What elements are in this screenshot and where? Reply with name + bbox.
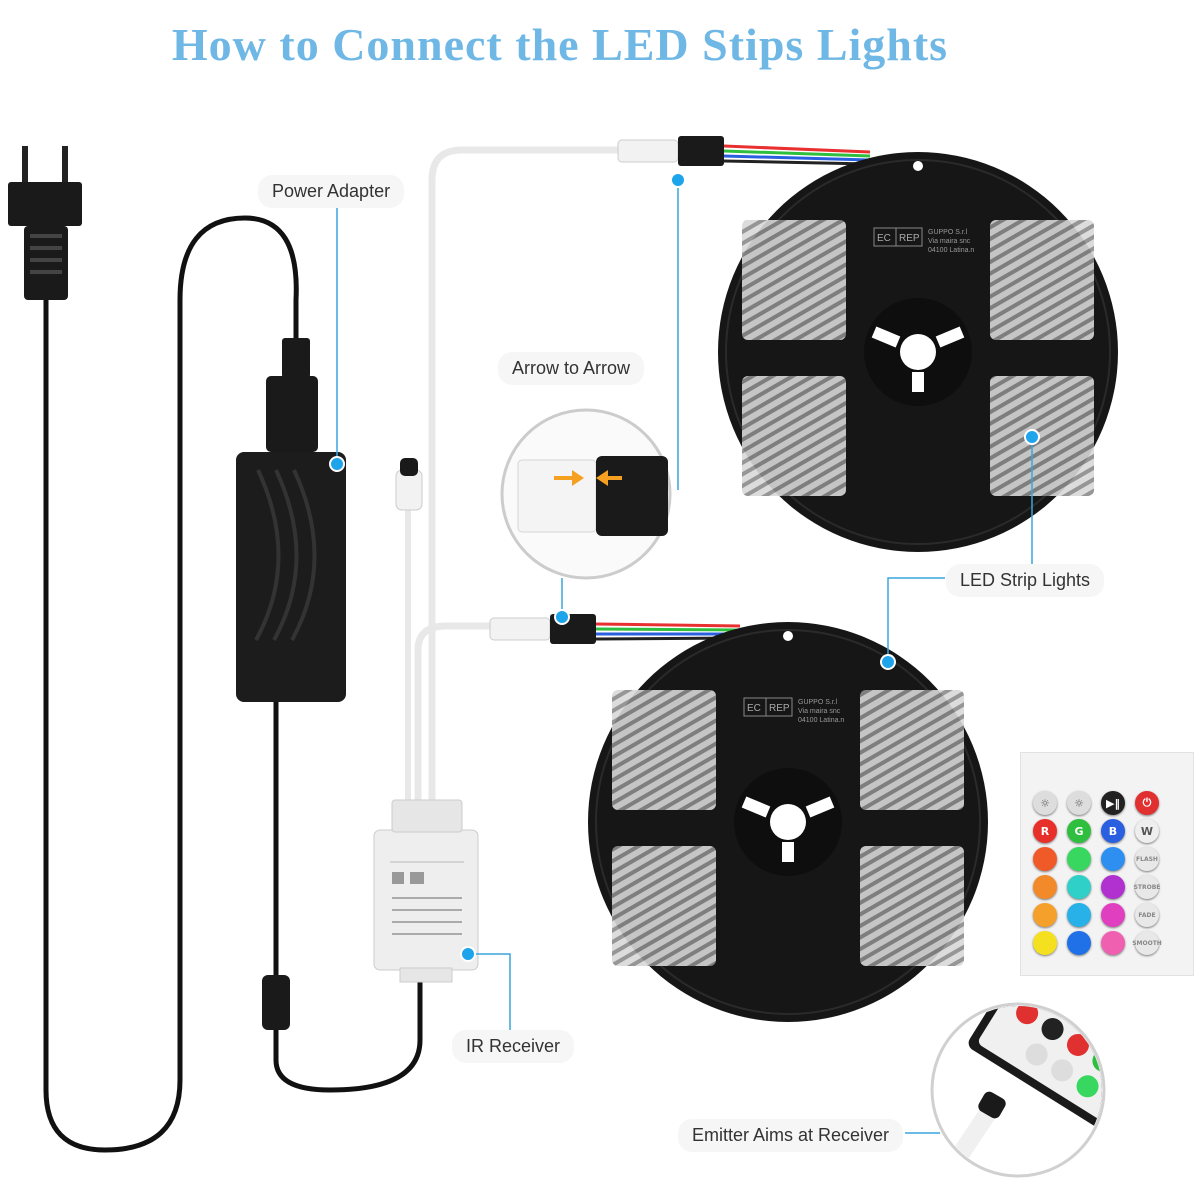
remote-button[interactable]: ☼ [1067,791,1091,815]
reel-rep-text: REP [769,703,790,714]
remote-button[interactable] [1033,875,1057,899]
remote-button[interactable] [1101,931,1125,955]
reel-spoke [805,796,835,818]
led-strip-lights-label: LED Strip Lights [946,564,1105,597]
emitter-label: Emitter Aims at Receiver [678,1119,904,1152]
top-connector [617,136,871,166]
remote-button[interactable]: W [1135,819,1159,843]
power-adapter-label: Power Adapter [258,175,405,208]
adapter-output-cable [273,702,423,1093]
reel-hub-hole [900,334,936,370]
reel-address-line: GUPPO S.r.l [928,229,968,236]
remote-button[interactable] [1067,931,1091,955]
reel-hub-hole [770,804,806,840]
reel-hang-hole [913,161,923,171]
remote-button[interactable] [1067,903,1091,927]
white-cable-bottom [414,622,500,800]
remote-button[interactable]: STROBE [1134,875,1160,899]
remote-button[interactable] [1033,847,1057,871]
reel-ec-text: EC [877,233,891,244]
remote-button[interactable]: ▶‖ [1101,791,1125,815]
remote-button[interactable]: B [1101,819,1125,843]
ir-receiver-box [373,799,479,983]
reel-hang-hole [783,631,793,641]
ir-receiver-label: IR Receiver [452,1030,575,1063]
remote-button[interactable]: ⏻ [1135,791,1159,815]
reel-rep-text: REP [899,233,920,244]
remote-button[interactable] [1033,931,1057,955]
reel-spoke [935,326,965,348]
rep-box [765,697,793,717]
remote-button[interactable]: FLASH [1135,847,1159,871]
rep-box [895,227,923,247]
reel-spoke [741,796,771,818]
led-strip-window [860,846,964,966]
bottom-connector [489,614,741,644]
remote-button[interactable]: R [1033,819,1057,843]
reel-address-line: 04100 Latina.n [928,247,974,254]
emitter-magnifier [930,1002,1106,1178]
remote-button[interactable] [1101,875,1125,899]
power-adapter [236,338,346,702]
arrow-to-arrow-magnifier [500,408,672,580]
remote-button[interactable]: G [1067,819,1091,843]
led-strip-window [742,220,846,340]
led-strip-window [612,846,716,966]
remote-button[interactable]: SMOOTH [1132,931,1162,955]
ferrite-bead [262,975,290,1030]
reel-rim [595,629,981,1015]
power-plug [8,146,82,300]
power-cable [43,215,299,1153]
remote-button[interactable] [1033,903,1057,927]
reel-address-line: 04100 Latina.n [798,717,844,724]
led-strip-window [860,690,964,810]
remote-button[interactable] [1067,875,1091,899]
led-strip-window [742,376,846,496]
led-strip-window [990,220,1094,340]
reel-address-line: GUPPO S.r.l [798,699,838,706]
leader-dots [329,172,1040,962]
remote-button[interactable]: FADE [1135,903,1159,927]
reel-spoke [871,326,901,348]
reel-address-line: Via maira snc [928,238,971,245]
led-strip-window [990,376,1094,496]
page-title: How to Connect the LED Stips Lights [171,19,949,70]
remote-button[interactable] [1067,847,1091,871]
remote-button[interactable] [1101,903,1125,927]
remote-button[interactable]: ☼ [1033,791,1057,815]
reel-rim [725,159,1111,545]
ir-eye-head [395,458,423,511]
led-strip-window [612,690,716,810]
arrow-to-arrow-label: Arrow to Arrow [498,352,645,385]
reel-address-line: Via maira snc [798,708,841,715]
reel-ec-text: EC [747,703,761,714]
remote-button[interactable] [1101,847,1125,871]
white-cable-top [428,146,620,800]
